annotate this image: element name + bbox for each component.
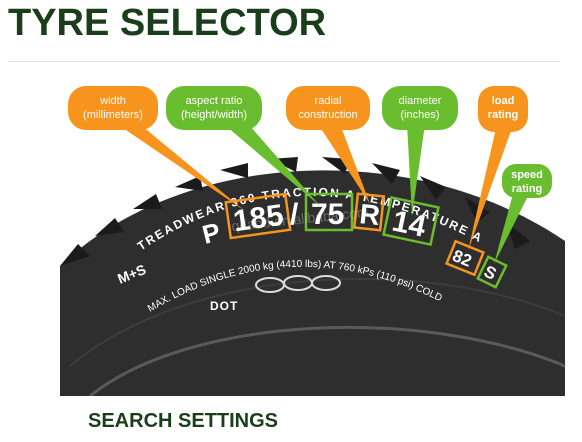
tyre-rim-edge	[89, 325, 566, 396]
tyre-width-value: 185	[231, 199, 285, 239]
tyre-dot-label: DOT	[210, 299, 238, 313]
svg-text:(millimeters): (millimeters)	[83, 109, 143, 121]
tyre-construction-value: R	[358, 198, 381, 231]
svg-text:aspect ratio: aspect ratio	[186, 95, 243, 107]
dot-code-ovals	[255, 275, 341, 293]
svg-text:rating: rating	[512, 183, 543, 195]
speed-highlight	[476, 255, 508, 289]
load-pointer	[468, 128, 512, 251]
speed-pointer	[494, 190, 530, 264]
diameter-highlight	[382, 195, 440, 247]
svg-text:(inches): (inches)	[400, 109, 439, 121]
width-highlight	[224, 192, 292, 240]
svg-text:load: load	[492, 95, 515, 107]
load-highlight	[444, 239, 486, 277]
svg-text:rating: rating	[488, 109, 519, 121]
width-pointer	[120, 126, 245, 211]
tyre-separator: /	[290, 198, 299, 231]
page-title: TYRE SELECTOR	[8, 2, 327, 44]
radial-highlight	[352, 192, 386, 232]
tyre-diameter-value: 14	[389, 205, 429, 244]
svg-text:diameter: diameter	[399, 95, 442, 107]
radial-callout: radial construction	[286, 86, 370, 130]
load-callout: load rating	[478, 86, 528, 132]
radial-pointer	[318, 124, 370, 204]
width-callout: width (millimeters)	[68, 86, 158, 130]
svg-text:(height/width): (height/width)	[181, 109, 247, 121]
svg-text:construction: construction	[298, 109, 357, 121]
search-settings-heading: SEARCH SETTINGS	[88, 410, 279, 432]
svg-text:speed: speed	[511, 169, 543, 181]
diameter-callout: diameter (inches)	[382, 86, 458, 130]
speed-callout: speed rating	[502, 164, 552, 198]
tyre-diagram: TREADWEAR 360 TRACTION A TEMPERATURE A P…	[60, 86, 566, 396]
aspect-ratio-callout: aspect ratio (height/width)	[166, 86, 262, 130]
title-divider	[8, 61, 560, 62]
svg-text:width: width	[99, 95, 126, 107]
aspect-ratio-highlight	[304, 192, 354, 232]
aspect-ratio-pointer	[226, 126, 320, 206]
svg-text:radial: radial	[315, 95, 342, 107]
diameter-pointer	[407, 124, 425, 216]
tyre-aspect-ratio-value: 75	[311, 198, 344, 231]
